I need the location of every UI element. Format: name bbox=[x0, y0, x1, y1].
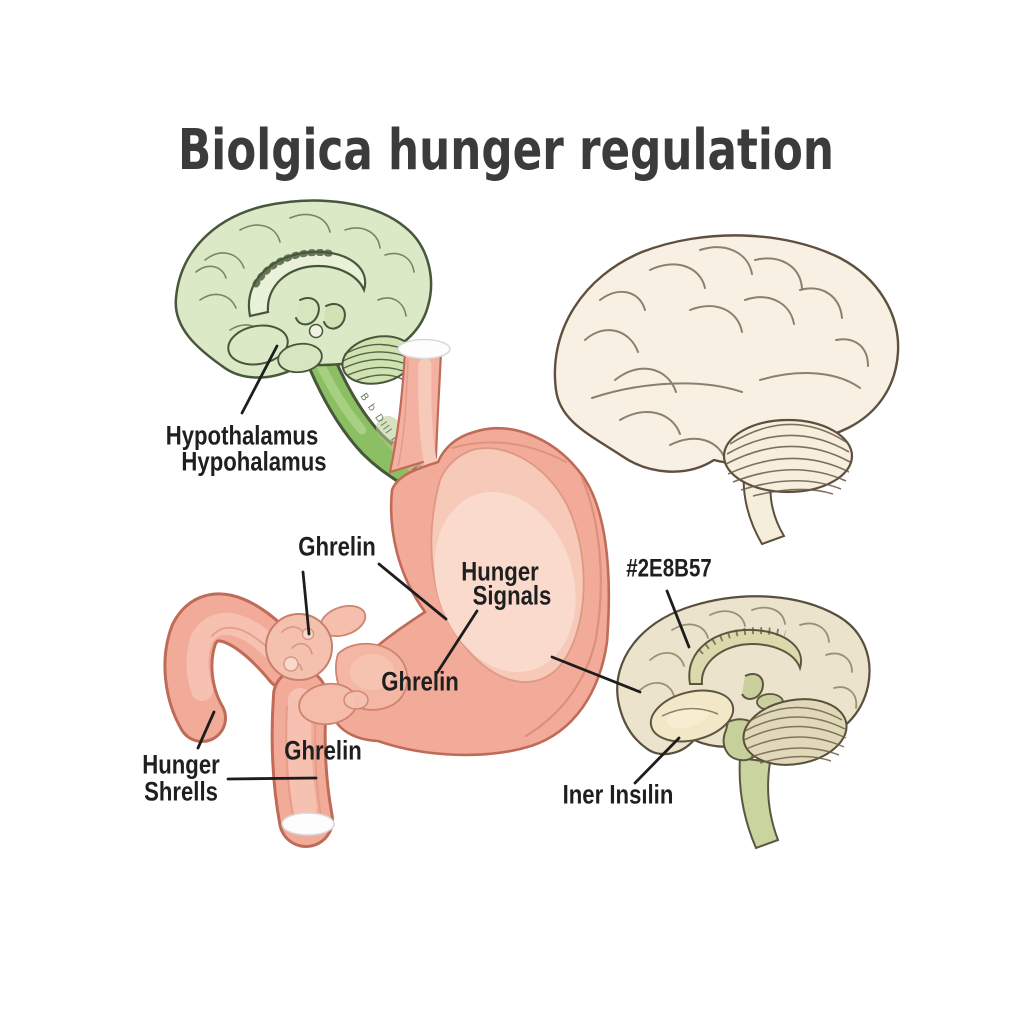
pointer-ghrelin-stomach bbox=[377, 562, 448, 621]
label-hypothalamus-line1: Hypothalamus bbox=[165, 420, 319, 451]
pointer-iner-insilin bbox=[633, 736, 681, 785]
label-ghrelin-middle: Ghrelin bbox=[381, 666, 459, 697]
pointer-lines bbox=[196, 344, 691, 785]
label-hunger-shrells-line2: Shrells bbox=[144, 776, 218, 807]
label-hunger-signals-line1: Hunger bbox=[461, 556, 539, 587]
stomach-illustration bbox=[163, 338, 611, 848]
label-iner-insilin: Iner Insılin bbox=[562, 779, 674, 810]
pointer-duodenum bbox=[196, 710, 216, 750]
duodenum-cut-end bbox=[281, 812, 335, 836]
page-title: Biolgica hunger regulation bbox=[178, 118, 834, 183]
label-hunger-signals-line2: Signals bbox=[472, 580, 552, 611]
pointer-hunger-shrells bbox=[226, 776, 318, 781]
pointer-hunger-signals bbox=[435, 609, 479, 675]
green-brain-illustration bbox=[174, 199, 433, 385]
pointer-ghrelin-antrum bbox=[301, 570, 311, 636]
antrum-folds bbox=[265, 605, 409, 726]
label-hunger-shrells-line1: Hunger bbox=[142, 749, 220, 780]
label-ghrelin-top: Ghrelin bbox=[298, 531, 376, 562]
pointer-hypothalamus bbox=[240, 344, 279, 415]
label-hypothalamus-line2: Hypohalamus bbox=[181, 446, 327, 477]
sepia-brain-illustration bbox=[616, 595, 871, 850]
label-ghrelin-bottom: Ghrelin bbox=[284, 735, 362, 766]
esophagus-cut-end bbox=[397, 338, 451, 360]
pointer-color-code bbox=[665, 589, 691, 649]
cream-brain-illustration bbox=[553, 234, 900, 546]
pointer-stomach-to-brain bbox=[550, 655, 642, 694]
label-color-code: #2E8B57 bbox=[626, 554, 712, 583]
